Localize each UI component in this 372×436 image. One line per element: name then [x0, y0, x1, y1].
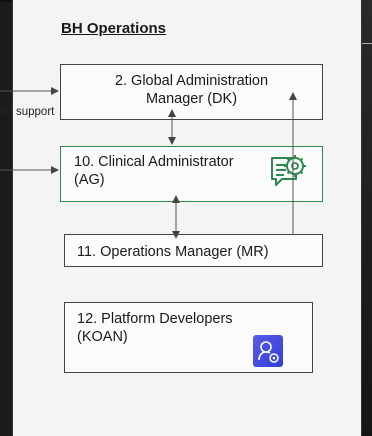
- clinical-admin-line1: 10. Clinical Administrator: [74, 154, 234, 170]
- edge-line: [362, 43, 372, 44]
- clinical-admin-line2: (AG): [74, 172, 105, 188]
- background-strip: [362, 0, 372, 436]
- operations-manager-box[interactable]: 11. Operations Manager (MR): [64, 234, 323, 267]
- chat-gear-icon: [271, 155, 306, 186]
- external-support-label: nd support: [0, 106, 55, 118]
- global-admin-line1: 2. Global Administration: [114, 73, 269, 89]
- group-title: BH Operations: [61, 20, 167, 37]
- global-admin-box[interactable]: 2. Global Administration Manager (DK): [60, 64, 323, 120]
- user-gear-icon: [253, 335, 283, 367]
- platform-developers-line2: (KOAN): [77, 329, 128, 345]
- global-admin-line2: Manager (DK): [145, 91, 238, 107]
- operations-manager-line1: 11. Operations Manager (MR): [77, 244, 269, 260]
- platform-developers-line1: 12. Platform Developers: [77, 311, 233, 327]
